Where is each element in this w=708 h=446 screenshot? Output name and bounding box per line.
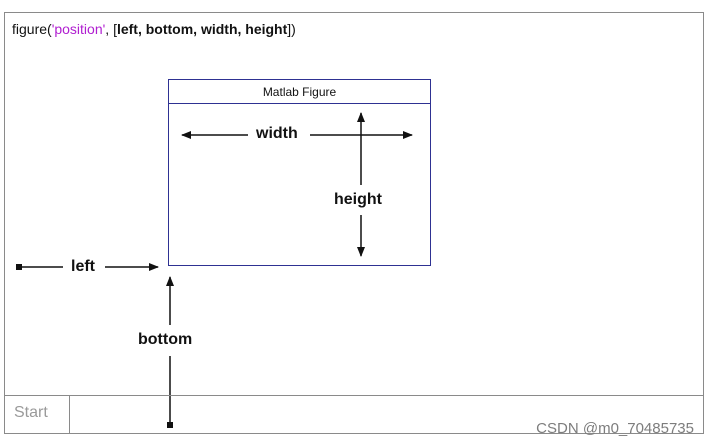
code-close: ]) — [287, 21, 296, 37]
left-label: left — [71, 258, 95, 275]
figure-window: Matlab Figure — [168, 79, 431, 266]
code-separator: , [ — [105, 21, 117, 37]
screen-frame — [4, 12, 704, 434]
code-string-literal: 'position' — [51, 21, 106, 37]
taskbar: Start — [4, 395, 704, 434]
bottom-origin-marker — [167, 422, 173, 428]
left-origin-marker — [16, 264, 22, 270]
start-label: Start — [14, 404, 48, 421]
watermark: CSDN @m0_70485735 — [536, 420, 694, 437]
code-func: figure( — [12, 21, 52, 37]
code-args: left, bottom, width, height — [116, 21, 288, 37]
code-line: figure('position', [left, bottom, width,… — [12, 21, 296, 37]
start-button[interactable]: Start — [4, 396, 70, 434]
bottom-label: bottom — [138, 331, 193, 348]
figure-window-title: Matlab Figure — [169, 80, 430, 104]
height-label: height — [334, 191, 382, 208]
width-label: width — [256, 125, 298, 142]
